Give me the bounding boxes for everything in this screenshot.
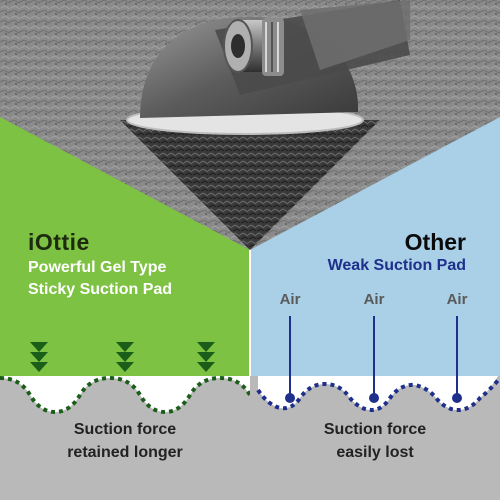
down-arrow-icon xyxy=(116,342,134,372)
gel-pad-texture xyxy=(120,120,380,250)
left-subtitle-line-2: Sticky Suction Pad xyxy=(28,281,173,298)
air-label: Air xyxy=(363,291,385,308)
down-arrow-icon xyxy=(197,342,215,372)
right-weak-seal-line xyxy=(256,376,500,413)
right-caption-line-1: Suction force xyxy=(323,421,427,438)
down-arrows xyxy=(30,342,215,372)
air-pointers xyxy=(285,316,462,403)
brand-logo-text: iOttie xyxy=(28,229,90,255)
left-subtitle-line-1: Powerful Gel Type xyxy=(28,259,167,276)
right-title: Other xyxy=(404,229,466,255)
air-label: Air xyxy=(279,291,301,308)
left-caption-line-1: Suction force xyxy=(73,421,177,438)
right-caption: Suction force easily lost xyxy=(275,418,475,464)
right-caption-line-2: easily lost xyxy=(336,444,414,461)
left-caption: Suction force retained longer xyxy=(25,418,225,464)
left-subtitle: Powerful Gel Type Sticky Suction Pad xyxy=(28,257,172,301)
right-surface xyxy=(250,376,500,500)
air-label: Air xyxy=(446,291,468,308)
right-subtitle: Weak Suction Pad xyxy=(327,257,466,274)
left-surface xyxy=(0,378,250,500)
left-caption-line-2: retained longer xyxy=(67,444,183,461)
down-arrow-icon xyxy=(30,342,48,372)
left-gel-seal-line xyxy=(0,375,252,415)
left-green-panel xyxy=(0,117,250,376)
suction-mount-device xyxy=(126,0,410,135)
right-blue-panel xyxy=(250,117,500,376)
